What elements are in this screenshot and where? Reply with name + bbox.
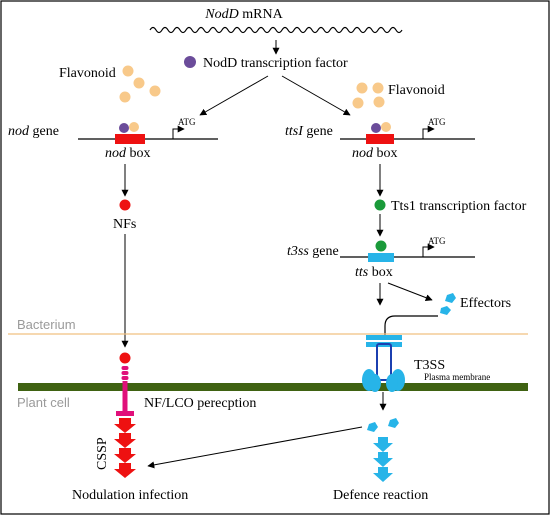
nodd-tf-label: NodD transcription factor (203, 56, 348, 71)
plasma-membrane (18, 383, 528, 391)
nodd-mrna-wave (149, 26, 403, 34)
flavonoid-bound-right (381, 122, 391, 132)
nod-gene-label: nod gene (8, 124, 59, 139)
atg-arrow-t3ss (422, 243, 435, 257)
ttsi-gene-label: ttsI gene (285, 124, 333, 139)
nodd-bound-left (119, 123, 129, 133)
plasma-membrane-label: Plasma membrane (424, 372, 490, 382)
flavonoid-right-label: Flavonoid (388, 83, 445, 98)
atg-t3ss-label: ATG (428, 236, 446, 246)
nod-box-left (115, 134, 145, 144)
atg-left-label: ATG (178, 117, 196, 127)
atg-arrow-right (422, 125, 435, 139)
t3ss-gene-label: t3ss gene (287, 244, 339, 259)
tts1-tf-dot (374, 199, 386, 211)
injected-effectors-icon (367, 418, 399, 432)
flavonoid-bound-left (129, 122, 139, 132)
nodd-tf-dot (184, 56, 196, 68)
flavonoid-left-label: Flavonoid (59, 66, 116, 81)
nod-box-right (366, 134, 394, 144)
tts-box (368, 253, 394, 262)
nod-box-right-label: nod box (352, 146, 398, 161)
cssp-label: CSSP (95, 437, 110, 470)
nf-lco-receptor (116, 352, 134, 416)
tts-box-label: tts box (355, 265, 393, 280)
nf-lco-perception-label: NF/LCO perecption (144, 396, 256, 411)
nodd-bound-right (371, 123, 381, 133)
t3ss-structure (362, 335, 405, 392)
defence-cascade-arrows (373, 437, 393, 482)
nodd-mrna-label: NodD mRNA (204, 7, 283, 22)
effectors-label: Effectors (460, 296, 511, 311)
flavonoid-left-icon (119, 65, 161, 103)
arrow-tf-to-left (199, 75, 269, 116)
nod-box-left-label: nod box (105, 146, 151, 161)
nodulation-infection-label: Nodulation infection (72, 488, 188, 503)
bacterium-label: Bacterium (17, 317, 76, 332)
tts1-tf-label: Tts1 transcription factor (391, 199, 527, 214)
plant-cell-label: Plant cell (17, 395, 70, 410)
t3ss-label: T3SS (414, 358, 445, 373)
nfs-dot (119, 199, 131, 211)
effectors-icon (440, 293, 456, 315)
nfs-label: NFs (113, 217, 136, 232)
cssp-cascade-arrows (114, 418, 136, 478)
flavonoid-right-icon (352, 82, 385, 109)
tts1-bound-dot (375, 240, 387, 252)
defence-reaction-label: Defence reaction (333, 488, 428, 503)
arrow-effectors-to-nodulation (147, 426, 363, 469)
atg-arrow-left (172, 125, 185, 139)
arrow-tf-to-right (281, 75, 351, 116)
secretion-path (384, 315, 438, 336)
atg-right-label: ATG (428, 117, 446, 127)
arrow-tts-to-effectors (387, 282, 433, 301)
